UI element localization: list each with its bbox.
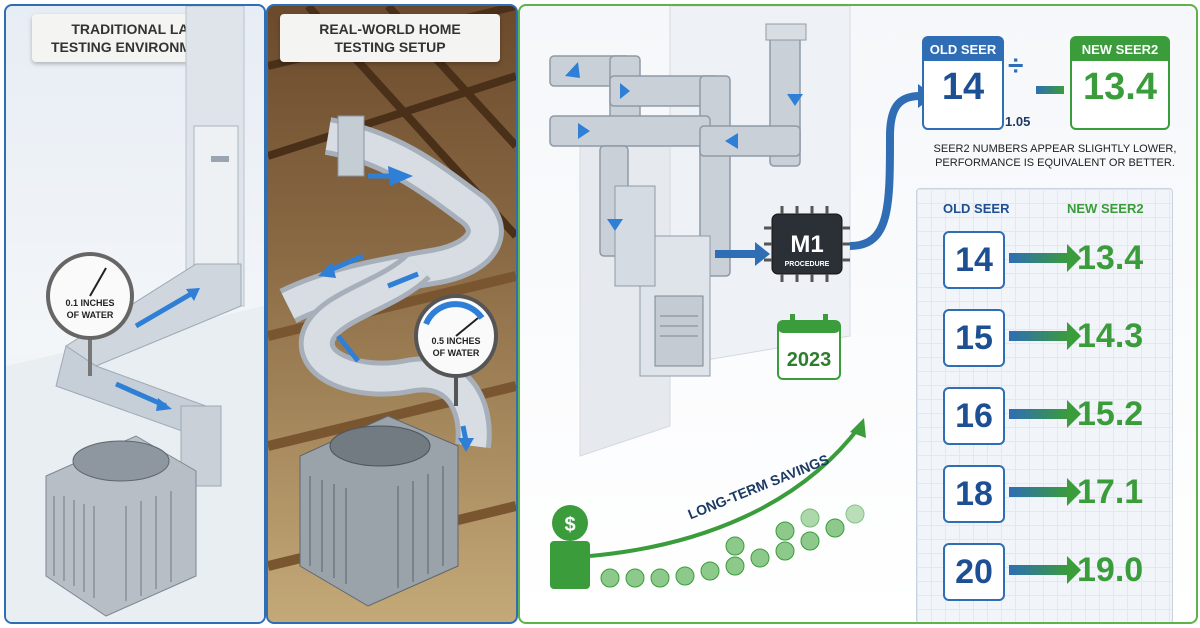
arrow-icon: [1009, 400, 1081, 428]
table-old-value: 18: [943, 465, 1005, 523]
divide-icon: ÷: [1008, 50, 1024, 81]
attic-illustration: 0.5 INCHES OF WATER: [268, 6, 516, 607]
table-row: 18 17.1: [943, 465, 1153, 527]
table-row: 15 14.3: [943, 309, 1153, 371]
table-old-value: 16: [943, 387, 1005, 445]
vent-icon: [765, 23, 807, 41]
lab-illustration: 0.1 INCHES OF WATER: [6, 6, 264, 622]
arrow-icon: [1009, 244, 1081, 272]
chip-sub-label: PROCEDURE: [785, 261, 830, 268]
m1-procedure-chip-icon: [764, 206, 850, 282]
table-new-value: 19.0: [1077, 551, 1144, 589]
conversion-arrow-icon: [1036, 86, 1064, 94]
table-old-value: 14: [943, 231, 1005, 289]
home-title: REAL-WORLD HOME TESTING SETUP: [280, 14, 500, 62]
home-gauge-line1: 0.5 INCHES: [431, 336, 480, 346]
arrow-icon: [1009, 478, 1081, 506]
new-seer2-value: 13.4: [1083, 66, 1157, 108]
calendar-icon: [777, 314, 841, 380]
table-new-value: 17.1: [1077, 473, 1144, 511]
table-new-value: 14.3: [1077, 317, 1144, 355]
table-new-value: 13.4: [1077, 239, 1144, 277]
new-seer2-header: NEW SEER2: [1072, 38, 1168, 61]
new-seer2-card: NEW SEER2 13.4: [1070, 36, 1170, 130]
lab-title-line1: TRADITIONAL LAB: [71, 21, 199, 37]
table-row: 20 19.0: [943, 543, 1153, 605]
lab-gauge-line1: 0.1 INCHES: [65, 298, 114, 308]
coin-dollar-label: $: [564, 514, 575, 536]
home-title-line2: TESTING SETUP: [334, 39, 446, 55]
old-seer-header: OLD SEER: [924, 38, 1002, 61]
table-new-header: NEW SEER2: [1067, 201, 1144, 216]
conversion-note: SEER2 NUMBERS APPEAR SLIGHTLY LOWER, PER…: [930, 142, 1180, 170]
table-old-header: OLD SEER: [943, 201, 1010, 216]
table-row: 14 13.4: [943, 231, 1153, 293]
year-label: 2023: [787, 349, 832, 371]
arrow-icon: [1009, 556, 1081, 584]
table-new-value: 15.2: [1077, 395, 1144, 433]
arrow-icon: [1009, 322, 1081, 350]
coin-stack-icon: [550, 505, 590, 589]
chip-main-label: M1: [790, 231, 823, 258]
seer-conversion-table: OLD SEER NEW SEER2 14 13.4 15 14.3 16 15…: [916, 188, 1173, 622]
lab-testing-panel: TRADITIONAL LAB TESTING ENVIRONMENT 0.1 …: [4, 4, 266, 624]
home-title-line1: REAL-WORLD HOME: [319, 21, 461, 37]
table-old-value: 15: [943, 309, 1005, 367]
divisor-value: 1.05: [1005, 114, 1031, 129]
home-gauge-line2: OF WATER: [433, 348, 480, 358]
old-seer-value: 14: [941, 66, 985, 108]
note-line1: SEER2 NUMBERS APPEAR SLIGHTLY LOWER,: [933, 143, 1177, 155]
coins-icon: [600, 504, 865, 588]
note-line2: PERFORMANCE IS EQUIVALENT OR BETTER.: [935, 157, 1175, 169]
old-seer-card: OLD SEER 14: [922, 36, 1004, 130]
seer2-conversion-panel: M1 PROCEDURE 2023 LONG-TERM SAVINGS $ OL…: [518, 4, 1198, 624]
lab-gauge-line2: OF WATER: [67, 310, 114, 320]
ductwork-illustration: M1 PROCEDURE 2023 LONG-TERM SAVINGS $: [549, 6, 934, 589]
lab-title-line2: TESTING ENVIRONMENT: [50, 39, 219, 55]
table-row: 16 15.2: [943, 387, 1153, 449]
table-old-value: 20: [943, 543, 1005, 601]
home-testing-panel: 0.5 INCHES OF WATER REAL-WORLD HOME TEST…: [266, 4, 518, 624]
airflow-arrow-icon: [134, 288, 198, 329]
